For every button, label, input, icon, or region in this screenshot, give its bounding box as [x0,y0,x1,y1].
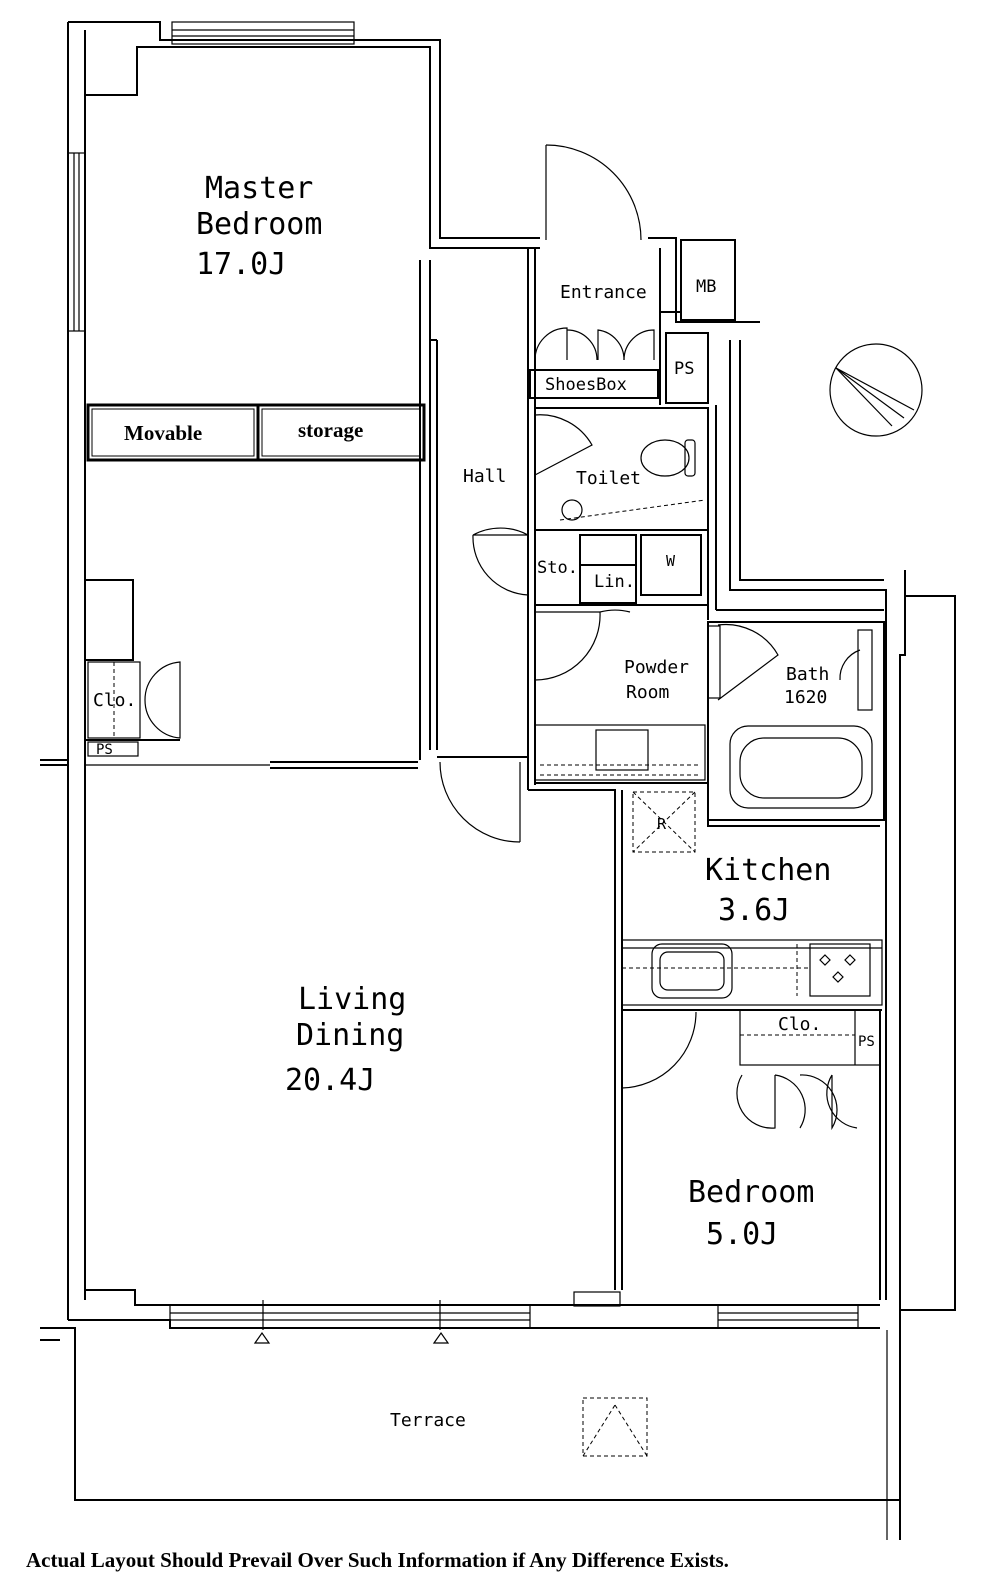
interior-walls [85,180,885,1300]
bedroom-size: 5.0J [706,1217,778,1252]
living-dining-name-line2: Dining [296,1018,404,1053]
closet-label-master: Clo. [93,690,136,711]
kitchen-size: 3.6J [718,893,790,928]
shoes-box-label: ShoesBox [545,375,627,395]
living-dining-size: 20.4J [285,1063,375,1098]
bedroom-name: Bedroom [688,1175,814,1210]
door-swings [144,144,858,1131]
mb-label: MB [696,277,716,297]
master-bedroom-name-line1: Master [205,171,313,206]
windows [67,21,859,1344]
master-bedroom-name-line2: Bedroom [196,207,322,242]
floor-plan: Master Bedroom 17.0J Movable storage Liv… [40,21,956,1540]
bath-name: Bath [786,664,829,685]
ps-label-entrance: PS [674,359,694,379]
outer-walls [40,21,956,1540]
movable-storage [86,403,426,462]
closet-label-bedroom: Clo. [778,1014,821,1035]
linen-label: Lin. [594,572,635,592]
room-labels: Master Bedroom 17.0J Movable storage Liv… [93,171,875,1431]
terrace-label: Terrace [390,1410,466,1431]
storage-closet-label: Sto. [537,558,578,578]
ps-label-bedroom: PS [858,1034,875,1050]
fixtures [559,343,923,1457]
entrance-label: Entrance [560,282,647,303]
refrigerator-label: R [657,815,667,833]
bath-size: 1620 [784,687,827,708]
powder-room-name-line1: Powder [624,657,689,678]
movable-label: Movable [124,421,202,445]
master-bedroom-size: 17.0J [196,247,286,282]
washer-label: W [666,552,676,570]
disclaimer-text: Actual Layout Should Prevail Over Such I… [26,1548,729,1572]
toilet-label: Toilet [576,468,641,489]
hall-label: Hall [463,466,506,487]
powder-room-name-line2: Room [626,682,669,703]
storage-label: storage [298,418,363,442]
ps-label-master: PS [96,742,113,758]
living-dining-name-line1: Living [298,982,406,1017]
kitchen-name: Kitchen [705,853,831,888]
